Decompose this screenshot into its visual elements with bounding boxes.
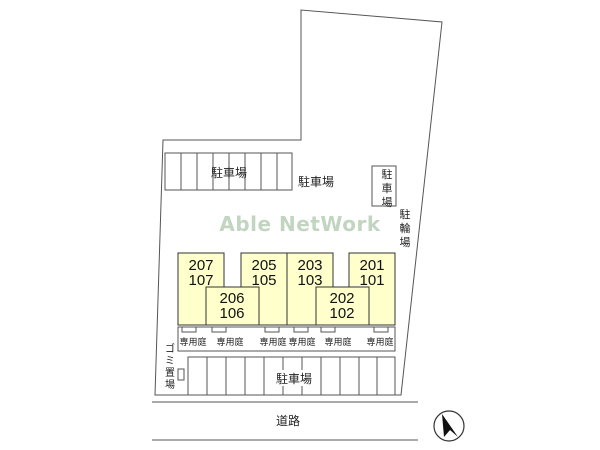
parking-right-lots [371,165,397,207]
svg-text:駐: 駐 [382,167,393,181]
garden-label: 専用庭 [179,336,206,348]
svg-text:車: 車 [382,181,393,195]
unit-label-101: 101 [359,272,384,289]
unit-label-205: 205 [251,257,276,274]
parking-bottom-lots [187,356,396,396]
watermark: Able NetWork [219,212,380,236]
north-arrow-icon [433,410,465,442]
garden-label: 専用庭 [259,336,286,348]
unit-label-105: 105 [251,272,276,289]
parking-bottom-label: 駐車場 [276,371,312,386]
parking-top-label: 駐車場 [211,165,247,180]
garden-label: 専用庭 [366,336,393,348]
svg-text:場: 場 [400,236,411,249]
unit-label-207: 207 [188,257,213,274]
parking-bottom-label-bg [268,370,320,386]
site-boundary [154,9,443,396]
svg-text:駐: 駐 [400,207,411,221]
private-garden-strip [177,326,396,352]
unit-numbers: 207 107 205 105 203 103 201 101 206 106 … [188,257,384,322]
building [177,252,396,326]
svg-text:ゴ: ゴ [165,342,175,355]
svg-text:場: 場 [165,378,175,391]
unit-label-103: 103 [297,272,322,289]
unit-label-206: 206 [219,290,244,307]
garden-label: 専用庭 [324,336,351,348]
garbage-area-box [177,368,185,381]
parking-right-label: 駐 車 場 [382,167,393,209]
private-garden-labels: 専用庭 専用庭 専用庭 専用庭 専用庭 専用庭 [179,336,393,348]
unit-206-106 [205,286,260,326]
svg-text:置: 置 [165,367,175,379]
svg-text:場: 場 [382,196,393,209]
garden-label: 専用庭 [288,336,315,348]
unit-label-102: 102 [329,305,354,322]
road-label: 道路 [276,413,300,428]
parking-mid-label: 駐車場 [298,174,334,189]
unit-202-102 [315,286,370,326]
unit-label-107: 107 [188,272,213,289]
parking-top-lots [164,152,293,191]
svg-text:輪: 輪 [400,221,411,235]
garbage-area-label: ゴ ミ 置 場 [165,342,175,391]
unit-label-106: 106 [219,305,244,322]
bicycle-parking-label: 駐 輪 場 [400,207,411,249]
garden-label: 専用庭 [216,336,243,348]
unit-label-203: 203 [297,257,322,274]
svg-text:ミ: ミ [165,356,175,367]
unit-label-202: 202 [329,290,354,307]
unit-label-201: 201 [359,257,384,274]
